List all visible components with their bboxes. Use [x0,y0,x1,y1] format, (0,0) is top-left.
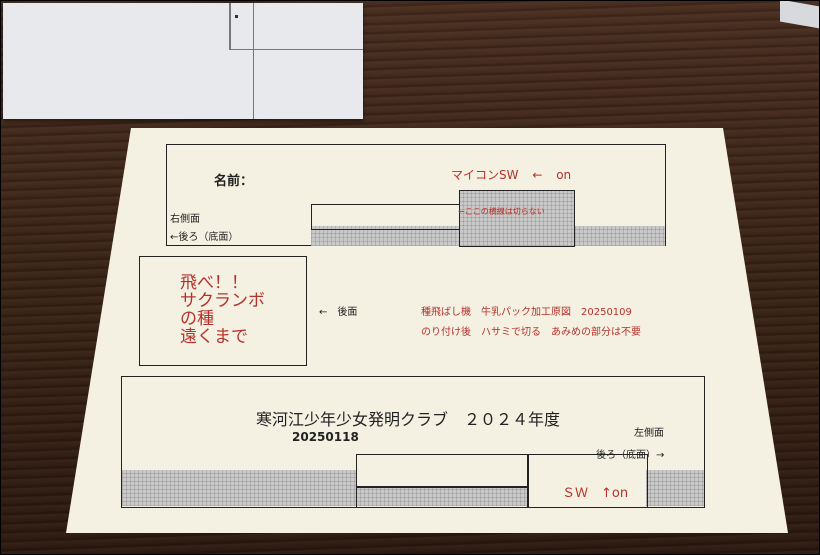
back-face-label: ← 後面 [319,307,358,318]
slogan-text: 飛べ！！ サクランボ の種 遠くまで [180,274,265,346]
bottom-panel-divider [356,486,528,488]
bottom-date: 20250118 [292,430,359,444]
club-title: 寒河江少年少女発明クラブ ２０２４年度 [256,410,561,429]
slogan-line: 遠くまで [180,327,248,347]
bottom-panel-hatched-mid [356,486,528,506]
name-label: 名前： [214,174,254,189]
template-paper: 名前： マイコンSW ← on ←ここの横線は切らない 右側面 ←後ろ（底面） … [66,128,788,533]
bottom-panel-hatched-right [646,470,704,506]
left-side-label: 左側面 [634,428,664,439]
top-panel-raised-hatch [459,190,574,246]
bottom-panel-center-tab [356,454,528,508]
back-bottom-label-bottom: 後ろ（底面）→ [596,450,665,461]
top-panel-tab [311,204,461,230]
mycom-label-text: マイコンSW [451,168,519,182]
slogan-line: 飛べ！！ [180,273,248,293]
top-panel-raised-outline [459,190,575,247]
slogan-line: サクランボ [180,291,265,311]
info-line-2: のり付け後 ハサミで切る あみめの部分は不要 [421,327,641,338]
back-bottom-label-top: ←後ろ（底面） [170,232,239,243]
mycom-on: on [556,168,572,182]
bottom-panel-hatched-left [122,470,356,506]
slogan-box [139,256,307,366]
no-cut-note: ←ここの横線は切らない [458,207,545,216]
info-line-1: 種飛ばし機 牛乳パック加工原図 20250109 [421,307,632,318]
background-paper-sheet [3,3,363,119]
slogan-line: の種 [180,309,214,329]
right-side-label: 右側面 [170,214,200,225]
mycom-arrow: ← [532,168,543,182]
mycom-sw-label: マイコンSW ← on [451,166,571,183]
bottom-panel-sw-box [528,454,648,508]
sw-on-label: ＳＷ ↑on [562,486,629,501]
